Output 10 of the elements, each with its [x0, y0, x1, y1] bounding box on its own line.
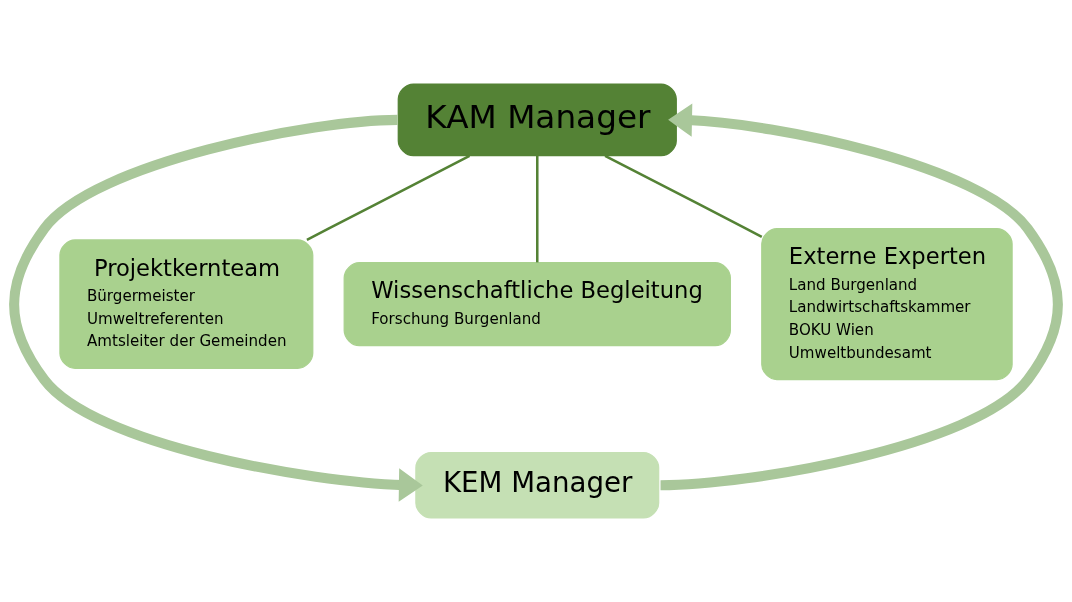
- arrow: [660, 103, 1063, 491]
- node-box: KEM Manager: [415, 451, 660, 519]
- connector: [536, 155, 539, 263]
- connector: [604, 154, 763, 238]
- connector: [306, 154, 471, 241]
- node-box: Externe Experten Land Burgenland Landwirtschaftskammer BOKU Wien Umweltbundesamt: [761, 228, 1013, 381]
- node-box: Wissenschaftliche Begleitung Forschung Burgenland: [343, 262, 731, 347]
- node-box: KAM Manager: [397, 83, 677, 157]
- arrow: [9, 114, 423, 502]
- node-box: Projektkernteam Bürgermeister Umweltreferenten Amtsleiter der Gemeinden: [59, 239, 314, 369]
